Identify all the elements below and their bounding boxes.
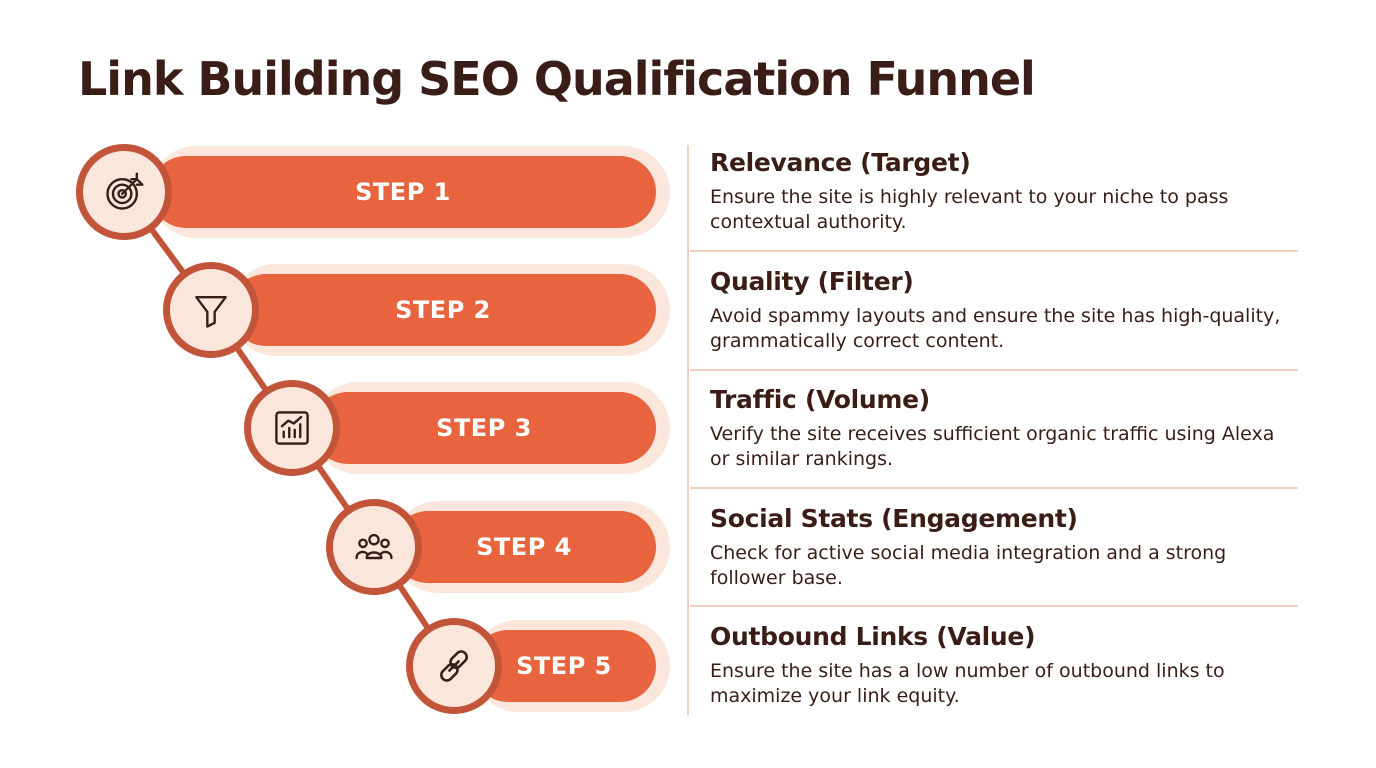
step-1-heading: Relevance (Target) [710,148,971,177]
step-2-pill[interactable]: STEP 2 [230,274,656,346]
step-1-info: Relevance (Target) Ensure the site is hi… [710,148,1290,235]
step-4-circle [326,499,422,595]
users-icon [355,533,393,560]
step-5-heading: Outbound Links (Value) [710,622,1036,651]
step-3-heading: Traffic (Volume) [710,385,930,414]
divider-4 [690,605,1298,607]
step-2-label: STEP 2 [395,296,491,324]
step-1-band: STEP 1 [150,146,670,238]
step-4-pill[interactable]: STEP 4 [392,511,656,583]
step-1-pill[interactable]: STEP 1 [150,156,656,228]
step-4-heading: Social Stats (Engagement) [710,504,1078,533]
divider-3 [690,487,1298,489]
step-4-band: STEP 4 [392,501,670,593]
step-1-label: STEP 1 [355,178,451,206]
step-2-circle [163,262,259,358]
step-3-description: Verify the site receives sufficient orga… [710,423,1275,470]
link-icon [440,650,468,682]
bar-chart-icon [275,411,309,445]
step-4-description: Check for active social media integratio… [710,542,1227,589]
target-icon [106,172,144,210]
step-2-description: Avoid spammy layouts and ensure the site… [710,305,1281,352]
step-5-description: Ensure the site has a low number of outb… [710,660,1225,707]
step-2-heading: Quality (Filter) [710,267,914,296]
step-5-info: Outbound Links (Value) Ensure the site h… [710,622,1290,709]
step-5-band: STEP 5 [472,620,670,712]
step-1-description: Ensure the site is highly relevant to yo… [710,186,1229,233]
step-2-info: Quality (Filter) Avoid spammy layouts an… [710,267,1290,354]
divider-1 [690,250,1298,252]
vertical-divider [687,145,689,715]
step-5-pill[interactable]: STEP 5 [472,630,656,702]
step-1-circle [76,144,172,240]
step-3-circle [244,380,340,476]
divider-2 [690,369,1298,371]
page-title: Link Building SEO Qualification Funnel [78,52,1036,106]
step-3-label: STEP 3 [436,414,532,442]
step-3-info: Traffic (Volume) Verify the site receive… [710,385,1290,472]
step-3-pill[interactable]: STEP 3 [312,392,656,464]
step-2-band: STEP 2 [230,264,670,356]
funnel-icon [195,295,227,328]
step-4-info: Social Stats (Engagement) Check for acti… [710,504,1290,591]
step-5-label: STEP 5 [516,652,612,680]
step-3-band: STEP 3 [312,382,670,474]
step-5-circle [406,618,502,714]
step-4-label: STEP 4 [476,533,572,561]
